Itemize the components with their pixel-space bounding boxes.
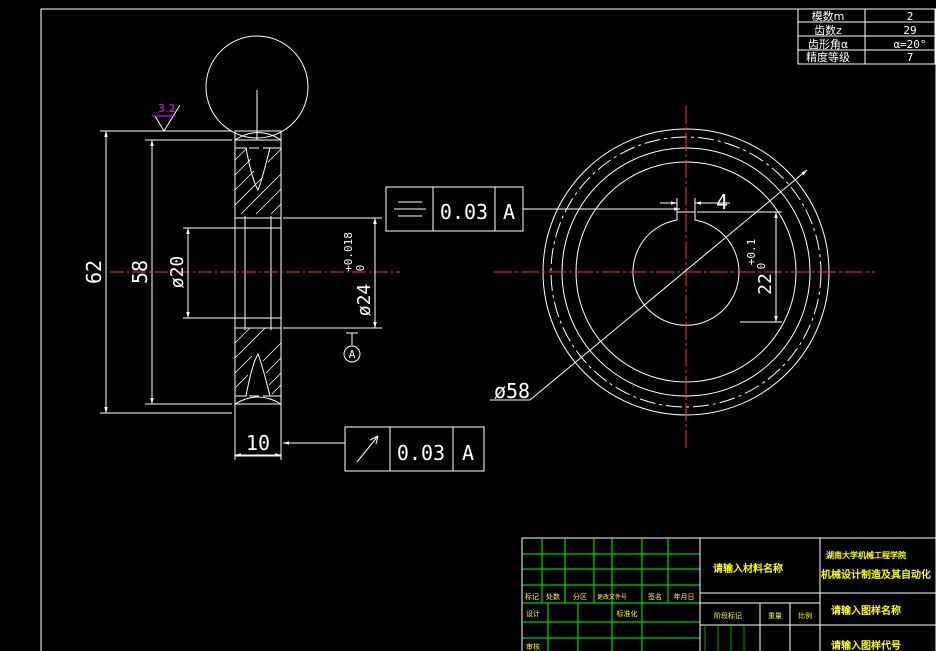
dim-keyway-depth-22: 22 [755, 273, 776, 295]
dim-diameter-58: ø58 [494, 379, 530, 403]
school-name: 湖南大学机械工程学院 [826, 550, 906, 560]
param-label-pressure-angle: 齿形角α [808, 38, 848, 51]
label-change-doc: 更改文件号 [597, 593, 627, 601]
bore-keyway [632, 211, 740, 326]
material-placeholder: 请输入材料名称 [713, 562, 783, 575]
label-signature: 签名 [648, 592, 662, 601]
label-zone: 分区 [573, 592, 587, 601]
label-date: 年月日 [674, 592, 695, 601]
dim-bore-tolerance-lower: 0 [354, 265, 367, 272]
dim-hub-20: ø20 [167, 256, 188, 289]
title-block: 请输入材料名称 湖南大学机械工程学院 机械设计制造及其自动化 请输入图样名称 请… [521, 537, 936, 651]
drawing-code-placeholder: 请输入图样代号 [831, 639, 901, 651]
label-design: 设计 [526, 609, 540, 618]
dim-keyway-tolerance-upper: +0.1 [745, 239, 758, 266]
param-label-teeth: 齿数z [814, 24, 842, 37]
symmetry-datum: A [503, 200, 515, 224]
param-value-pressure-angle: α=20° [893, 38, 926, 51]
front-view: 4 22 +0.1 0 ø58 [490, 106, 875, 448]
dim-width-10: 10 [246, 431, 270, 455]
runout-tolerance-frame: 0.03 A [283, 426, 485, 472]
label-standardize: 标准化 [617, 609, 638, 618]
label-review: 审核 [526, 642, 540, 651]
datum-circle [343, 345, 361, 363]
roughness-value: 3.2 [158, 102, 176, 115]
label-count: 处数 [546, 592, 560, 601]
dim-keyway-width-4: 4 [716, 190, 728, 214]
parameter-table: 模数m 2 齿数z 29 齿形角α α=20° 精度等级 7 [797, 8, 936, 65]
dim-bore-tolerance-upper: +0.018 [342, 232, 355, 272]
dim-overall-62: 62 [82, 260, 106, 284]
param-value-teeth: 29 [903, 24, 916, 37]
label-mark: 标记 [525, 592, 539, 601]
symmetry-icon [394, 201, 426, 217]
circular-runout-icon [356, 435, 379, 463]
runout-datum: A [462, 441, 474, 465]
dim-keyway-tolerance-lower: 0 [755, 263, 768, 270]
dim-bore-24: ø24 [354, 284, 375, 317]
datum-label: A [349, 348, 356, 361]
symmetry-tolerance-frame: 0.03 A [385, 186, 680, 232]
section-view: 3.2 62 58 ø20 ø24 +0.018 0 A 10 [82, 35, 400, 460]
label-weight: 重量 [768, 612, 782, 620]
param-value-module: 2 [907, 10, 914, 23]
runout-value: 0.03 [397, 441, 445, 465]
param-label-precision: 精度等级 [806, 50, 850, 64]
gear-section-outline [234, 130, 282, 457]
drawing-border [40, 8, 936, 651]
dim-root-58: 58 [128, 260, 152, 284]
label-stage: 阶段标记 [714, 611, 742, 620]
department-name: 机械设计制造及其自动化 [821, 568, 931, 581]
symmetry-value: 0.03 [440, 200, 488, 224]
param-value-precision: 7 [907, 51, 914, 64]
param-label-module: 模数m [812, 10, 845, 23]
drawing-name-placeholder: 请输入图样名称 [831, 604, 901, 617]
label-scale: 比例 [798, 611, 812, 620]
